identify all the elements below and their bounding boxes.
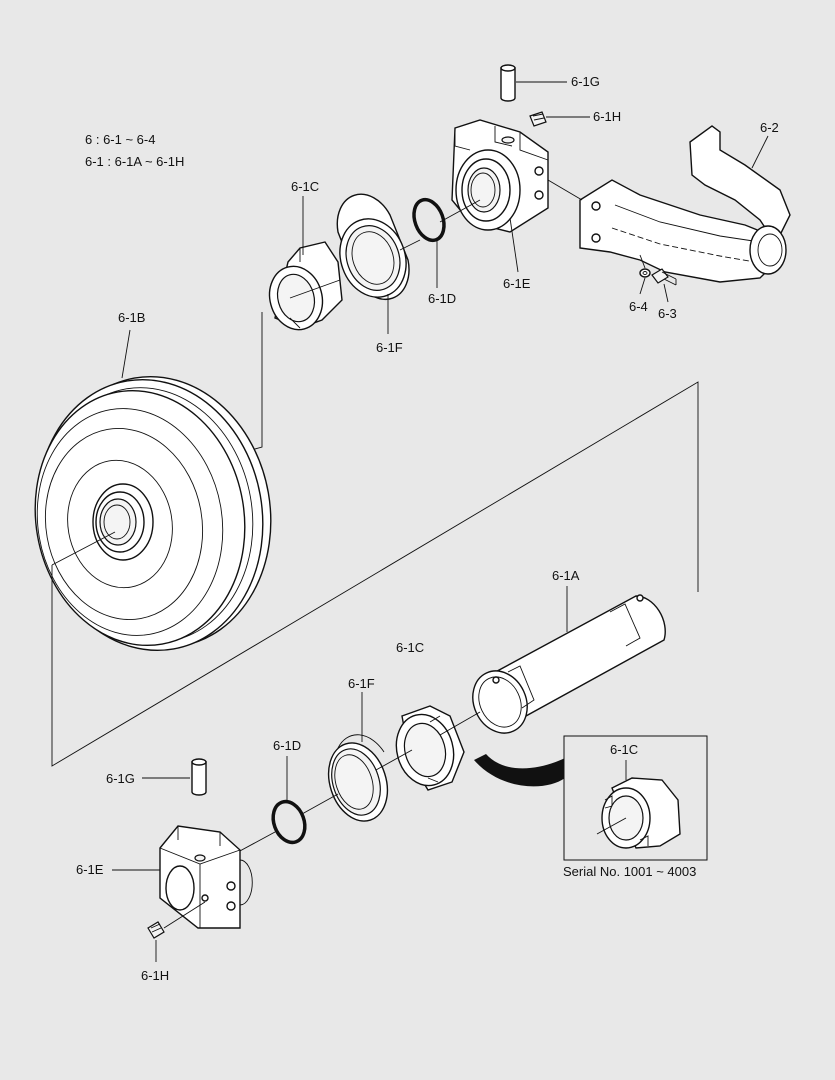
seal-ring-6-1f-top bbox=[336, 193, 410, 300]
label-6-1d-top: 6-1D bbox=[428, 291, 456, 306]
idler-wheel-6-1b bbox=[34, 375, 272, 652]
o-ring-6-1d-top bbox=[412, 197, 446, 243]
label-6-1g-top: 6-1G bbox=[571, 74, 600, 89]
bushing-6-1c-bottom bbox=[395, 705, 465, 791]
seal-ring-6-1f-bottom bbox=[327, 734, 389, 822]
label-6-1h-top: 6-1H bbox=[593, 109, 621, 124]
label-6-1d-bottom: 6-1D bbox=[273, 738, 301, 753]
legend-line-1: 6 : 6-1 ~ 6-4 bbox=[85, 132, 155, 147]
label-6-1c-inset: 6-1C bbox=[610, 742, 638, 757]
inset-caption: Serial No. 1001 ~ 4003 bbox=[563, 864, 696, 879]
bushing-6-1c-inset bbox=[596, 777, 681, 849]
pin-6-1g-bottom bbox=[191, 758, 207, 796]
label-6-4: 6-4 bbox=[629, 299, 648, 314]
washer-6-4 bbox=[639, 268, 651, 278]
label-6-1c-top: 6-1C bbox=[291, 179, 319, 194]
label-6-1g-bottom: 6-1G bbox=[106, 771, 135, 786]
bracket-block-6-1e-bottom bbox=[159, 825, 253, 929]
legend-line-2: 6-1 : 6-1A ~ 6-1H bbox=[85, 154, 184, 169]
bracket-block-6-1e-top bbox=[451, 119, 549, 233]
bushing-6-1c-top bbox=[268, 241, 343, 331]
label-6-1b: 6-1B bbox=[118, 310, 145, 325]
label-6-3: 6-3 bbox=[658, 306, 677, 321]
label-6-1e-top: 6-1E bbox=[503, 276, 531, 291]
inset-box: 6-1C bbox=[563, 735, 708, 861]
idler-arm-6-2 bbox=[579, 125, 791, 283]
label-6-1f-bottom: 6-1F bbox=[348, 676, 375, 691]
label-6-1a: 6-1A bbox=[552, 568, 580, 583]
inset-pointer-arrow bbox=[474, 754, 565, 787]
setscrew-6-1h-top bbox=[529, 111, 547, 127]
label-6-1f-top: 6-1F bbox=[376, 340, 403, 355]
pin-6-1g-top bbox=[500, 64, 516, 102]
bolt-6-3 bbox=[651, 268, 677, 286]
o-ring-6-1d-bottom bbox=[271, 799, 307, 845]
label-6-2: 6-2 bbox=[760, 120, 779, 135]
label-6-1c-middle: 6-1C bbox=[396, 640, 424, 655]
shaft-6-1a bbox=[472, 594, 666, 734]
label-6-1h-bottom: 6-1H bbox=[141, 968, 169, 983]
setscrew-6-1h-bottom bbox=[147, 921, 165, 939]
label-6-1e-bottom: 6-1E bbox=[76, 862, 104, 877]
